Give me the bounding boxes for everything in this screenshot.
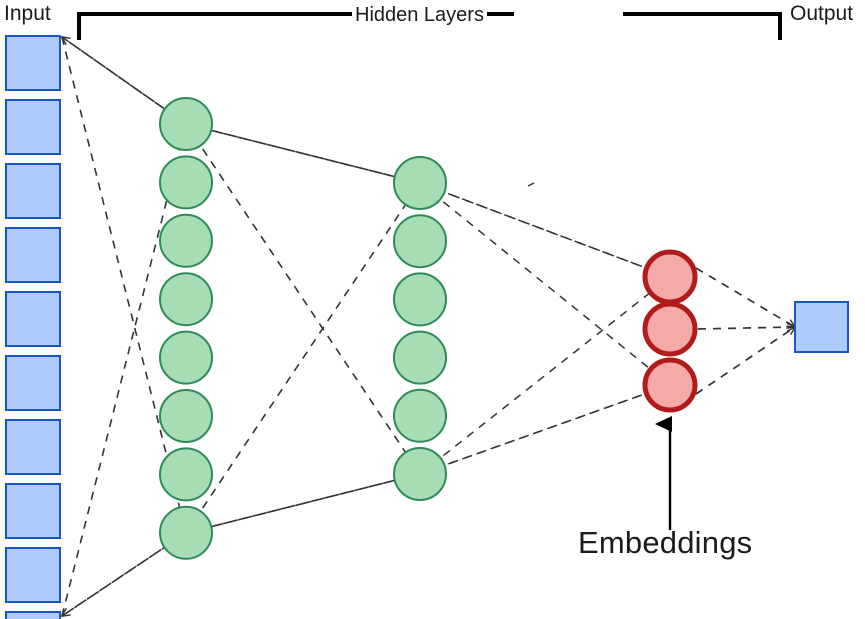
input-node [5,291,61,347]
input-node [5,35,61,91]
edges-embeddings-to-output [695,267,795,395]
input-node [5,227,61,283]
input-layer [5,35,61,619]
edge [419,182,670,385]
hidden2-node [393,330,447,385]
edges-hidden1-to-hidden2 [186,124,420,533]
hidden2-node [393,272,447,327]
hidden1-node [159,389,213,443]
edge [419,277,670,475]
embedding-node [642,249,698,305]
input-node [5,419,61,475]
hidden2-node [393,447,447,501]
edge [695,267,795,327]
hidden1-node [159,272,213,327]
hidden2-node [393,214,447,269]
edge [186,473,421,533]
embedding-node [642,357,698,413]
input-label: Input [4,2,51,25]
hidden1-node [159,155,213,210]
hidden-layer-2 [393,156,447,501]
hidden-layer-1 [159,97,213,560]
edge [61,124,186,617]
output-label: Output [790,2,854,25]
hidden1-node [159,447,213,502]
edge [185,123,420,474]
embeddings-label: Embeddings [578,525,753,560]
input-node [5,99,61,155]
stray-dash-artifact [527,182,535,187]
embedding-node [642,301,698,357]
hidden1-node [159,330,213,385]
edge [695,327,795,395]
hidden1-node [159,505,213,560]
hidden1-node [159,97,213,151]
input-node [5,355,61,411]
hidden2-node [393,156,447,210]
edge [185,183,420,534]
input-node [5,163,61,219]
edge [62,532,187,616]
hidden2-node [393,388,447,443]
input-node [5,611,61,619]
edge [697,327,795,329]
output-layer [794,301,849,353]
hidden-layers-label: Hidden Layers [352,4,487,27]
edge [62,37,187,125]
edges-hidden2-to-embeddings [420,183,670,474]
input-node [5,547,61,603]
embedding-layer [642,249,698,413]
input-node [5,483,61,539]
edge [186,124,421,184]
hidden1-node [159,213,213,268]
edge [61,36,186,533]
output-node [794,301,849,353]
